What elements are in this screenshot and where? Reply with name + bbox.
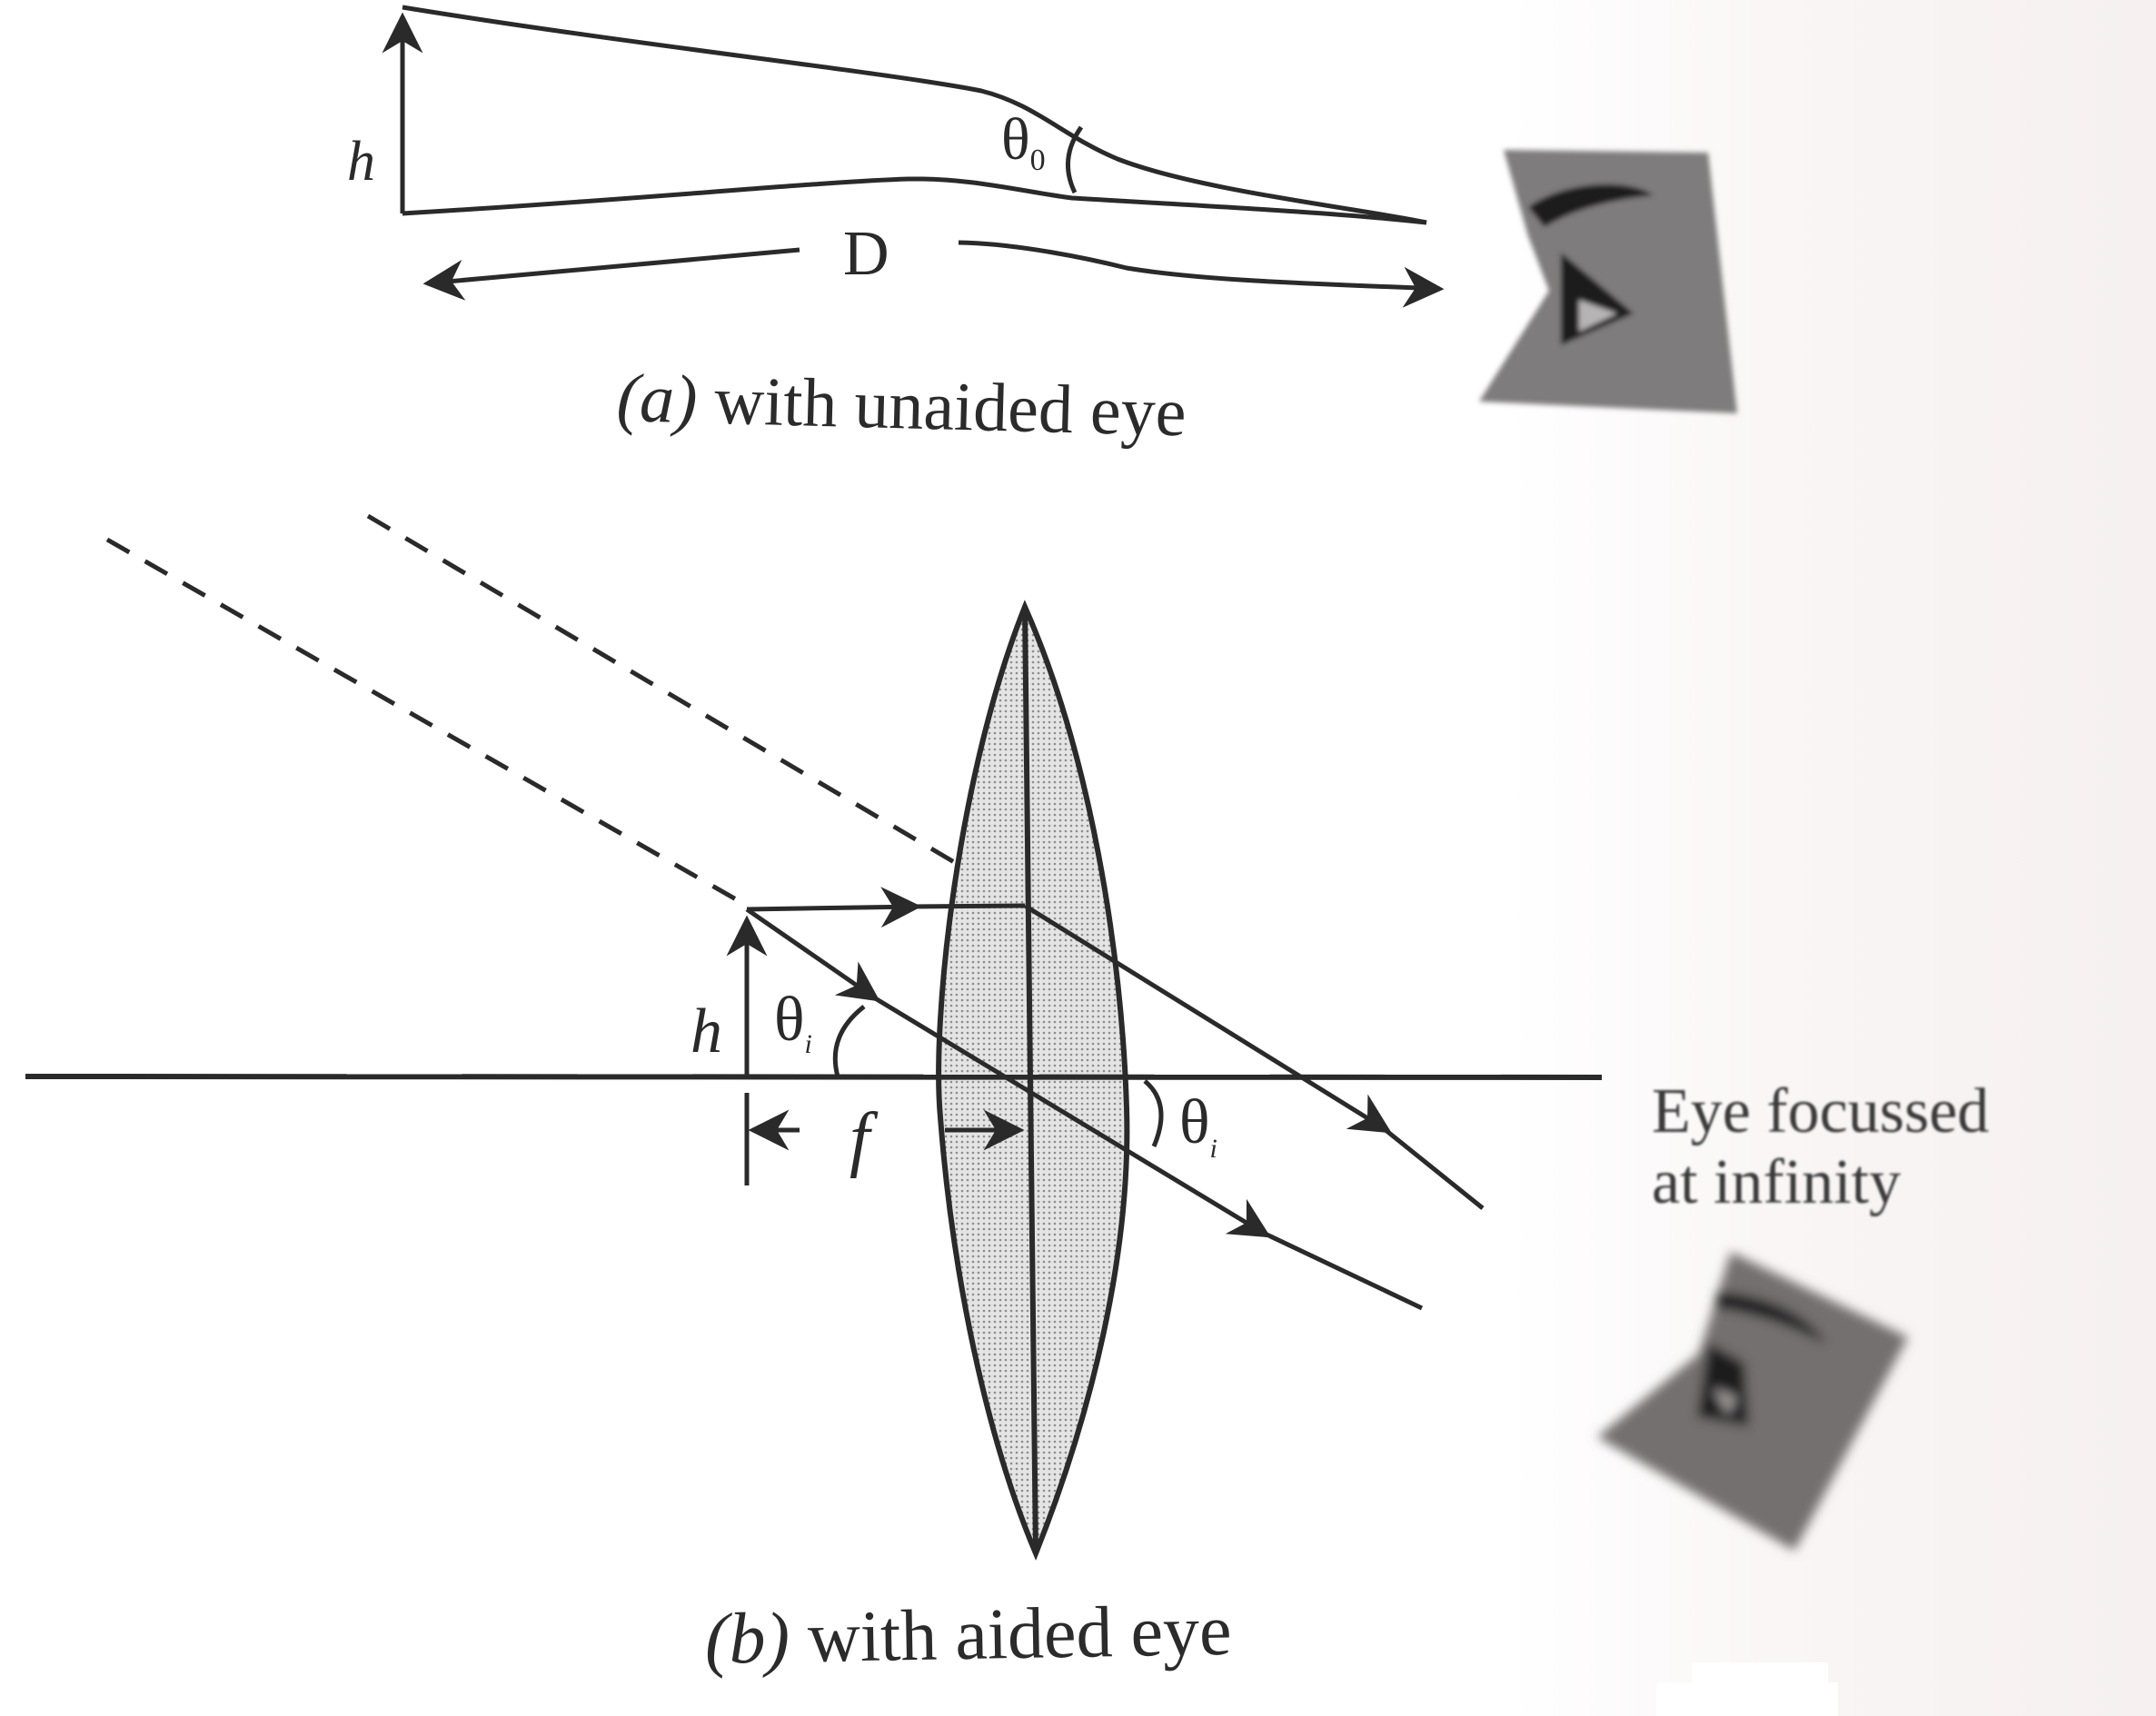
central-ray-in	[745, 907, 880, 1002]
caption-panel-b: (b) with aided eye	[704, 1590, 1232, 1681]
central-ray-out	[1261, 1230, 1424, 1311]
angle-arc-theta0	[1065, 125, 1084, 194]
label-f: f	[849, 1099, 879, 1179]
panel-b-aided-eye: h θi f θi	[25, 513, 1908, 1561]
upper-ray-a	[402, 5, 1427, 225]
eye-icon-aided	[1597, 1252, 1908, 1551]
virtual-ray-lower	[105, 537, 738, 902]
caption-a-prefix: (a)	[615, 359, 699, 439]
baseline-ray-a	[402, 176, 1427, 225]
caption-a-text: with unaided eye	[696, 362, 1187, 451]
central-ray-through	[870, 994, 1271, 1238]
label-theta0: θ0	[1001, 106, 1046, 177]
caption-b-text: with aided eye	[789, 1590, 1233, 1679]
caption-b-prefix: (b)	[704, 1598, 790, 1680]
caption-panel-a: (a) with unaided eye	[616, 359, 1187, 452]
lens-center-line	[1022, 606, 1038, 1554]
eye-label-line2: at infinity	[1652, 1147, 1902, 1217]
label-h-a: h	[347, 131, 375, 193]
distance-arrow-right	[958, 240, 1445, 308]
eye-icon-unaided	[1479, 150, 1737, 413]
distance-arrow-left	[422, 247, 800, 301]
label-h-b: h	[691, 997, 722, 1066]
principal-axis	[25, 1074, 1603, 1080]
eye-label-line1: Eye focussed	[1652, 1076, 1990, 1146]
refracted-ray-upper	[1023, 903, 1392, 1134]
eye-focussed-label: Eye focussed at infinity	[1652, 1076, 1989, 1218]
panel-a-unaided-eye: h θ0 D	[347, 5, 1737, 413]
angle-arc-theta-i-right	[1143, 1079, 1164, 1147]
white-corner-patch-2	[1656, 1682, 1838, 1716]
label-D: D	[843, 219, 889, 289]
label-theta-i-object: θi	[774, 985, 812, 1059]
label-theta-i-image: θi	[1179, 1087, 1217, 1164]
parallel-ray	[746, 887, 922, 928]
angle-arc-theta-i-left	[832, 1005, 866, 1077]
refracted-ray-upper-cont	[1379, 1125, 1485, 1210]
virtual-ray-upper	[366, 513, 1027, 907]
parallel-ray-cont	[908, 903, 1026, 909]
